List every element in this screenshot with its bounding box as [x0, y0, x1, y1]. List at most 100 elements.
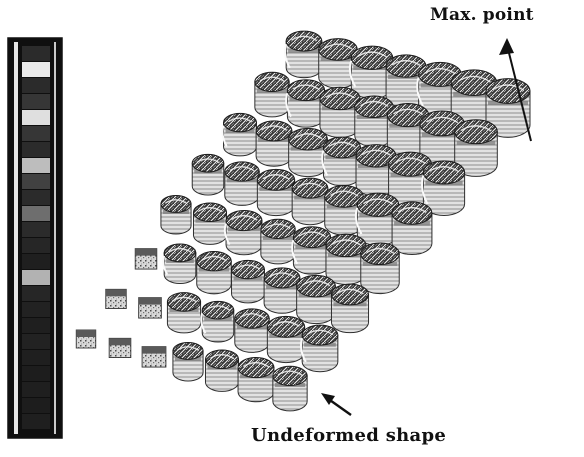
pillar-highlight [206, 305, 230, 311]
pillar-top [360, 242, 400, 266]
colorbar-segment [22, 206, 50, 221]
pillar-top [204, 349, 240, 369]
pillar-highlight [363, 198, 394, 205]
pillar-highlight [261, 125, 288, 131]
pillar-top [163, 243, 197, 263]
pillar [391, 201, 433, 255]
max-point-arrow-line [506, 44, 532, 142]
pillar-highlight [391, 59, 421, 67]
pillar-top [291, 177, 329, 199]
colorbar-segment [22, 126, 50, 141]
pillar-highlight [298, 231, 326, 238]
colorbar-segment [22, 366, 50, 381]
pillar-highlight [336, 288, 364, 295]
pillar-highlight [397, 206, 427, 214]
pillar-left-highlight [162, 255, 169, 276]
pillar-top-band [142, 346, 166, 354]
pillar-left-highlight [200, 312, 207, 334]
pillar-left-highlight [299, 337, 307, 363]
pillar [105, 288, 127, 309]
colorbar-segment [22, 414, 50, 429]
pillar-top-band [138, 297, 162, 305]
pillar-top [288, 127, 328, 151]
pillar-highlight [236, 264, 261, 270]
pillar-highlight [277, 370, 303, 376]
pillar [162, 243, 197, 284]
pillar [255, 120, 293, 167]
pillar-top [330, 283, 370, 306]
colorbar-segment [22, 302, 50, 317]
pillar-top [172, 341, 204, 360]
pillar-highlight [265, 223, 291, 229]
colorbar-segment [22, 286, 50, 301]
pillar-highlight [196, 158, 220, 164]
pillar-highlight [460, 125, 492, 132]
pillar-highlight [177, 346, 200, 352]
pillar [288, 127, 328, 178]
pillar [385, 54, 427, 108]
pillar-top [160, 194, 192, 213]
pillar-top [266, 315, 306, 338]
pillar-top [292, 226, 332, 249]
pillar [254, 71, 290, 118]
pillar-top [319, 86, 361, 111]
pillar-highlight [172, 296, 197, 303]
pillar-top [166, 292, 202, 312]
pillar-left-highlight [321, 150, 329, 176]
pillar-highlight [198, 207, 223, 213]
pillar-top [225, 209, 263, 232]
pillar [172, 341, 204, 382]
colorbar-segment [22, 270, 50, 285]
pillar-top [192, 202, 228, 222]
pillar-highlight [360, 100, 389, 107]
pillar-top-band [105, 289, 127, 297]
pillar-highlight [201, 255, 227, 262]
pillar [321, 136, 362, 187]
pillar [260, 218, 296, 265]
pillar [263, 267, 301, 314]
pillar [200, 300, 235, 343]
pillar-top-band [135, 248, 157, 256]
pillar [192, 202, 228, 245]
pillar-highlight [228, 117, 253, 123]
colorbar [7, 37, 63, 439]
colorbar-left-edge [14, 42, 18, 434]
pillar [221, 112, 257, 157]
pillar [204, 349, 240, 392]
colorbar-segment [22, 142, 50, 157]
pillar [485, 78, 531, 138]
colorbar-segment [22, 238, 50, 253]
pillar-highlight [165, 199, 188, 205]
pillar-left-highlight [221, 125, 228, 148]
pillar-left-highlight [291, 239, 298, 265]
colorbar-segment [22, 158, 50, 173]
pillar-left-highlight [283, 43, 291, 69]
pillar [296, 274, 336, 325]
pillar [330, 283, 370, 334]
pillar-highlight [231, 214, 258, 221]
pillar-highlight [394, 157, 426, 165]
pillar-top [325, 233, 367, 258]
pillar-highlight [330, 190, 359, 197]
pillar-top [286, 79, 326, 102]
colorbar-segment [22, 334, 50, 349]
pillar-highlight [307, 329, 334, 336]
pillar-top [231, 259, 265, 280]
pillar-top [256, 168, 296, 191]
pillar-top [301, 324, 339, 346]
pillar-top [255, 120, 293, 142]
max-point-label: Max. point [430, 5, 534, 25]
pillar [138, 297, 162, 319]
pillar [134, 248, 158, 270]
pillar [224, 161, 260, 206]
pillar-top [224, 161, 260, 182]
pillar [191, 153, 225, 196]
colorbar-segment [22, 254, 50, 269]
pillar [166, 292, 202, 334]
colorbar-segment [22, 350, 50, 365]
pillar [450, 69, 498, 129]
pillar-highlight [429, 166, 460, 173]
pillar [266, 315, 306, 364]
pillar-top [260, 218, 296, 239]
